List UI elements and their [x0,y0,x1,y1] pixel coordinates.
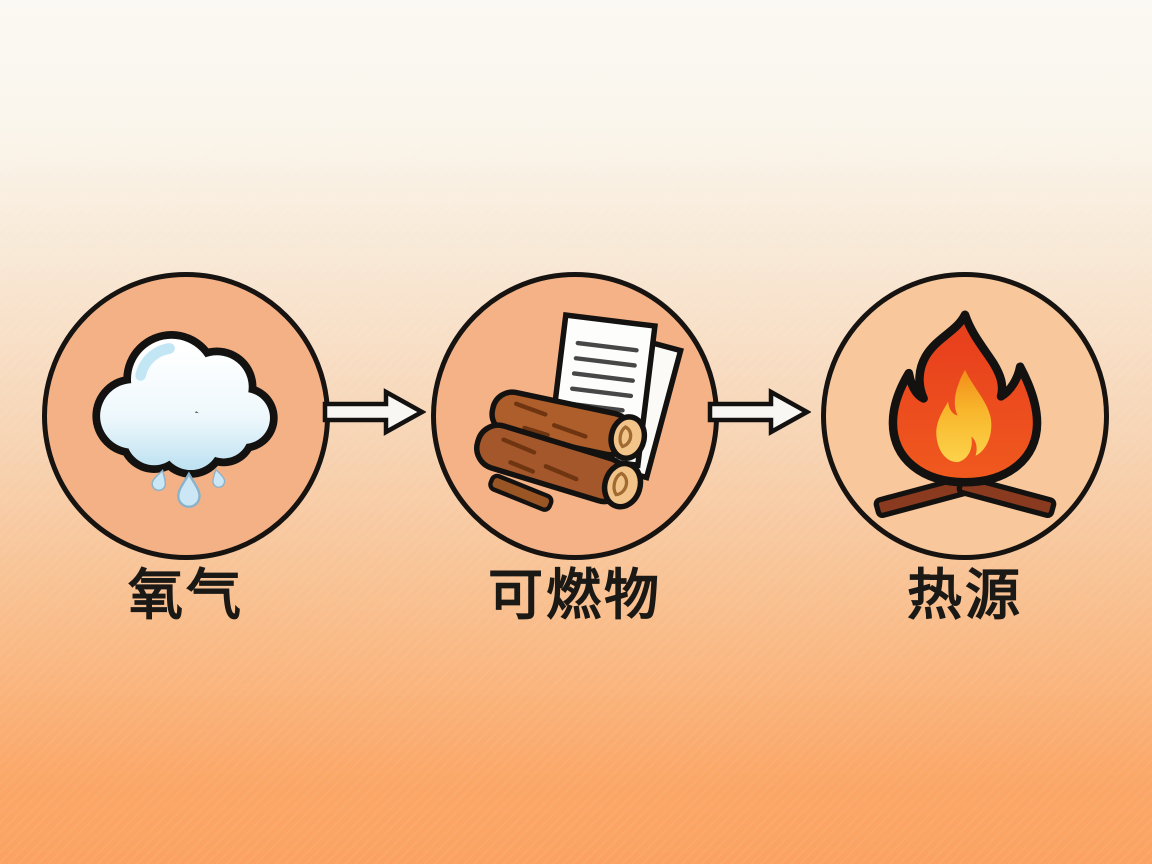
label-fuel: 可燃物 [487,564,662,626]
label-heat: 热源 [906,564,1023,626]
arrow-oxygen-to-fuel [322,388,426,436]
node-oxygen-circle [42,272,330,560]
label-oxygen: 氧气 [127,564,244,626]
firewood-paper-icon [474,311,684,512]
node-fuel-circle [431,272,719,560]
node-heat-circle [821,272,1109,560]
campfire-flame-icon [873,310,1057,519]
rain-cloud-icon [92,331,278,508]
arrow-fuel-to-heat [707,388,811,436]
